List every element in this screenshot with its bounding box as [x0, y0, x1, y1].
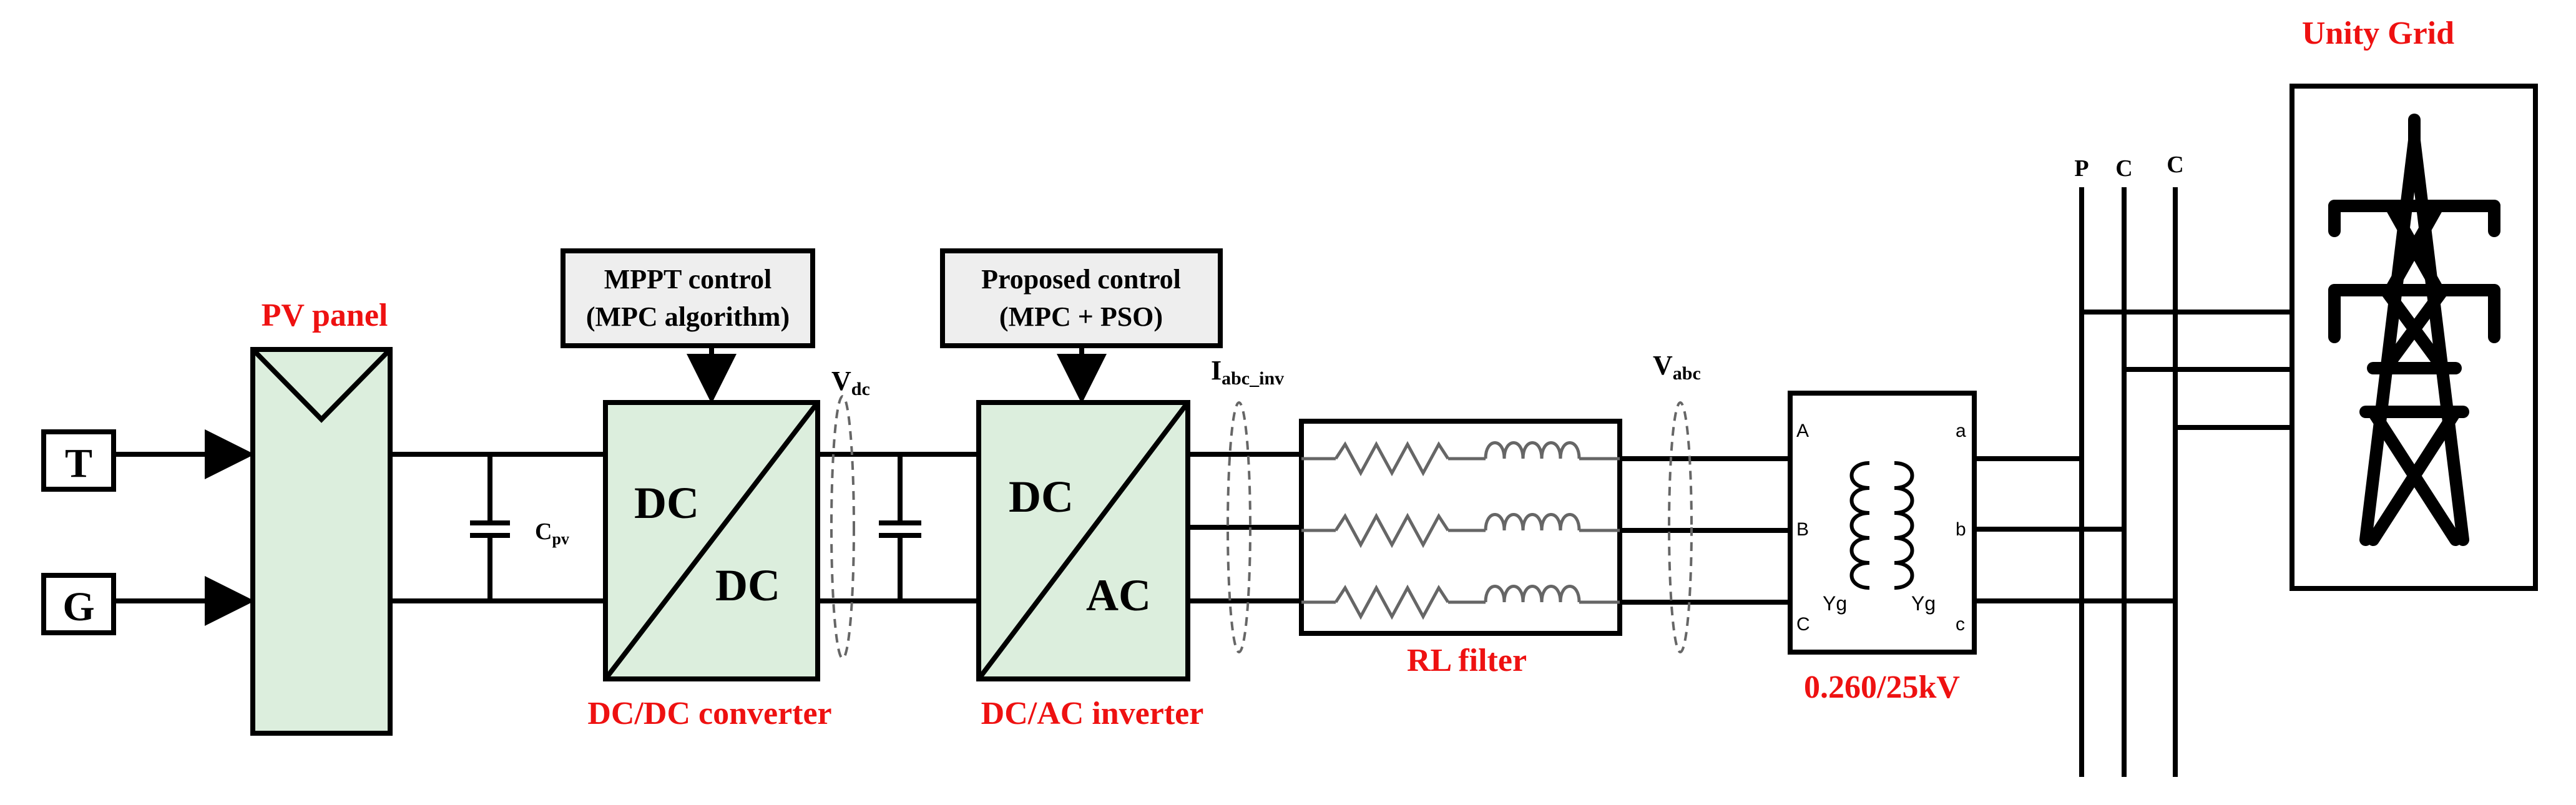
dc-link-capacitor [879, 454, 921, 601]
transformer-phase-A: A [1796, 421, 1809, 441]
rl-filter-branch-c [1301, 584, 1620, 620]
transformer-yg-right: Yg [1911, 592, 1936, 615]
rl-filter-branch-a [1301, 441, 1620, 477]
proposed-control-box [940, 248, 1223, 348]
transformer-block [1788, 391, 1977, 655]
transformer-phase-C: C [1796, 614, 1810, 635]
mppt-control-box [561, 248, 815, 348]
rl-filter-branch-b [1301, 512, 1620, 549]
irradiance-input-label: G [62, 584, 94, 630]
vabc-label: Vabc [1653, 350, 1701, 384]
transformer-phase-b: b [1956, 519, 1966, 540]
proposed-control-line1: Proposed control [981, 264, 1181, 295]
dcdc-converter-diagonal [603, 401, 820, 681]
transformer-phase-a: a [1956, 421, 1966, 441]
dcac-inverter-diagonal [976, 401, 1190, 681]
bus-label-3: C [2167, 152, 2183, 178]
transformer-phase-B: B [1796, 519, 1809, 540]
transmission-tower-icon [2328, 114, 2500, 546]
transformer-caption: 0.260/25kV [1804, 670, 1960, 705]
dcac-inverter-caption: DC/AC inverter [981, 696, 1204, 731]
vabc-measurement-ellipse [1668, 401, 1693, 653]
irradiance-input-box [41, 573, 116, 635]
vdc-label: Vdc [831, 366, 870, 399]
pv-capacitor-label: Cpv [535, 519, 569, 548]
transformer-yg-left: Yg [1823, 592, 1847, 615]
dcdc-converter-caption: DC/DC converter [587, 696, 831, 731]
proposed-control-line2: (MPC + PSO) [999, 301, 1163, 332]
transformer-phase-c: c [1956, 614, 1965, 635]
iabc-inv-label: Iabc_inv [1211, 355, 1284, 389]
dcac-inverter-bottom-label: AC [1086, 570, 1151, 620]
rl-filter-caption: RL filter [1407, 643, 1527, 678]
bus-label-1: P [2074, 155, 2089, 182]
vdc-measurement-ellipse [830, 395, 855, 660]
dcdc-converter-bottom-label: DC [715, 560, 780, 610]
mppt-control-line2: (MPC algorithm) [586, 301, 790, 332]
iabc-measurement-ellipse [1227, 401, 1251, 653]
temperature-input-label: T [65, 441, 92, 486]
unity-grid-label: Unity Grid [2302, 16, 2454, 51]
bus-label-2: C [2115, 155, 2132, 182]
mppt-control-line1: MPPT control [604, 264, 771, 295]
dcac-inverter-top-label: DC [1009, 472, 1074, 522]
pv-capacitor [470, 454, 510, 601]
pv-panel-symbol [251, 348, 392, 423]
temperature-input-box [41, 429, 116, 492]
dcdc-converter-top-label: DC [634, 478, 699, 528]
pv-panel-label: PV panel [262, 298, 388, 333]
transformer-secondary-winding [1894, 461, 1914, 590]
rl-filter-block [1299, 419, 1622, 636]
pv-panel [250, 347, 393, 736]
transformer-primary-winding [1849, 461, 1870, 590]
